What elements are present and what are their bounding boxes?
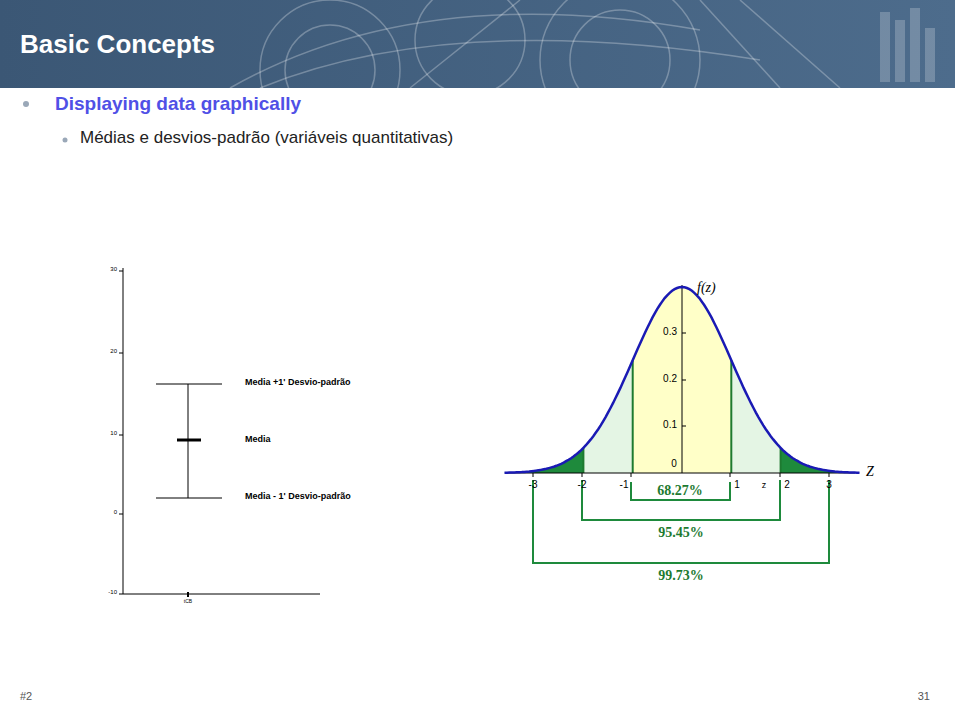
- header-decoration: [230, 0, 840, 140]
- sub-bullet: Médias e desvios-padrão (variáveis quant…: [80, 128, 453, 148]
- axis-tick: -1: [620, 479, 629, 491]
- axis-tick: 3: [826, 479, 832, 491]
- errorbar-label: Media +1' Desvio-padrão: [245, 377, 350, 387]
- percent-label: 95.45%: [658, 525, 704, 541]
- axis-tick: 30: [110, 266, 117, 273]
- axis-tick: -2: [578, 479, 587, 491]
- axis-tick: 0: [114, 509, 117, 516]
- axis-tick: 2: [784, 479, 790, 491]
- axis-tick: -10: [108, 589, 117, 596]
- axis-tick: 0.3: [663, 326, 677, 338]
- slide-title: Basic Concepts: [20, 30, 215, 60]
- bullet: [23, 101, 29, 107]
- normal-curve: [505, 285, 860, 563]
- axis-tick: 0.2: [663, 373, 677, 385]
- axis-tick: 10: [110, 430, 117, 437]
- footer-note: #2: [20, 690, 32, 703]
- bullet: [63, 138, 68, 143]
- percent-label: 99.73%: [658, 568, 704, 584]
- axis-category: tCB: [184, 599, 192, 605]
- sigma-line: [632, 360, 634, 473]
- sigma-line: [582, 448, 584, 473]
- axis-title: Z: [866, 464, 874, 480]
- errorbar-label: Media - 1' Desvio-padrão: [245, 491, 351, 501]
- axis-tick: 0.1: [663, 419, 677, 431]
- errorbar-label: Media: [245, 434, 271, 444]
- axis-tick: -3: [529, 479, 538, 491]
- percent-brackets: [533, 480, 829, 563]
- axis-tick: 1: [734, 479, 740, 491]
- section-heading: Displaying data graphically: [55, 93, 301, 115]
- header-band: [0, 0, 955, 88]
- axis-tick: 0: [671, 458, 677, 470]
- page-number: 31: [918, 690, 930, 703]
- sigma-line: [730, 360, 732, 473]
- header-bars: [880, 8, 935, 82]
- axis-symbol: z: [762, 480, 767, 490]
- errorbar-chart: [119, 268, 320, 597]
- percent-label: 68.27%: [657, 483, 703, 499]
- axis-tick: 20: [110, 348, 117, 355]
- axis-title: f(z): [697, 280, 716, 296]
- sigma-line: [780, 448, 782, 473]
